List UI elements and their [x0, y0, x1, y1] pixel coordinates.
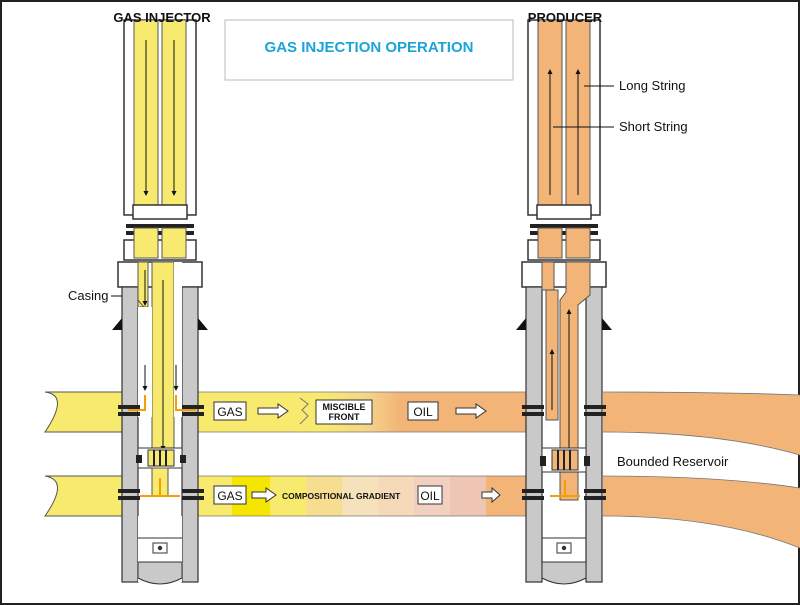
- miscible-front-box: [315, 399, 373, 425]
- upper-oil-label: OIL: [413, 405, 433, 419]
- miscible-front-line2: FRONT: [329, 412, 360, 422]
- upper-arrow-1: [257, 403, 289, 419]
- bounded-reservoir-label: Bounded Reservoir: [617, 454, 729, 469]
- injector-packer: [136, 447, 186, 469]
- lower-reservoir-zone: [44, 475, 800, 549]
- page-title: GAS INJECTION OPERATION: [265, 39, 474, 56]
- upper-arrow-2: [455, 403, 487, 419]
- casing-callout: Casing: [68, 288, 108, 303]
- injector-casing-left: [121, 286, 139, 583]
- lower-gas-label: GAS: [217, 489, 242, 503]
- lower-zone-left-edge: [44, 475, 123, 517]
- long-string-callout: Long String: [619, 78, 686, 93]
- injector-upper-perforations: [118, 395, 204, 416]
- producer-upper-perforations: [522, 405, 606, 416]
- producer-casing-right: [585, 286, 603, 583]
- upper-gas-label-box: [213, 401, 247, 421]
- producer-label: PRODUCER: [528, 10, 603, 25]
- lower-arrow-1: [251, 487, 277, 503]
- lower-gas-label-box: [213, 485, 247, 505]
- lower-oil-label-box: [417, 485, 443, 505]
- lower-zone-right-band: [603, 476, 800, 548]
- upper-gas-label: GAS: [217, 405, 242, 419]
- lower-arrow-2: [481, 486, 501, 504]
- producer-well: [516, 19, 612, 585]
- injector-casing-right: [181, 286, 199, 583]
- upper-zone-right-band: [603, 392, 800, 455]
- upper-zone-left-edge: [44, 391, 123, 433]
- upper-oil-label-box: [407, 401, 439, 421]
- short-string-callout: Short String: [619, 119, 688, 134]
- title-box: [224, 19, 514, 81]
- compositional-gradient-label: COMPOSITIONAL GRADIENT: [282, 491, 401, 501]
- miscible-front-line1: MISCIBLE: [322, 402, 365, 412]
- producer-packer: [540, 447, 590, 473]
- gas-injector-well: [112, 19, 208, 585]
- gas-injector-label: GAS INJECTOR: [113, 10, 211, 25]
- lower-oil-label: OIL: [420, 489, 440, 503]
- producer-casing-left: [525, 286, 543, 583]
